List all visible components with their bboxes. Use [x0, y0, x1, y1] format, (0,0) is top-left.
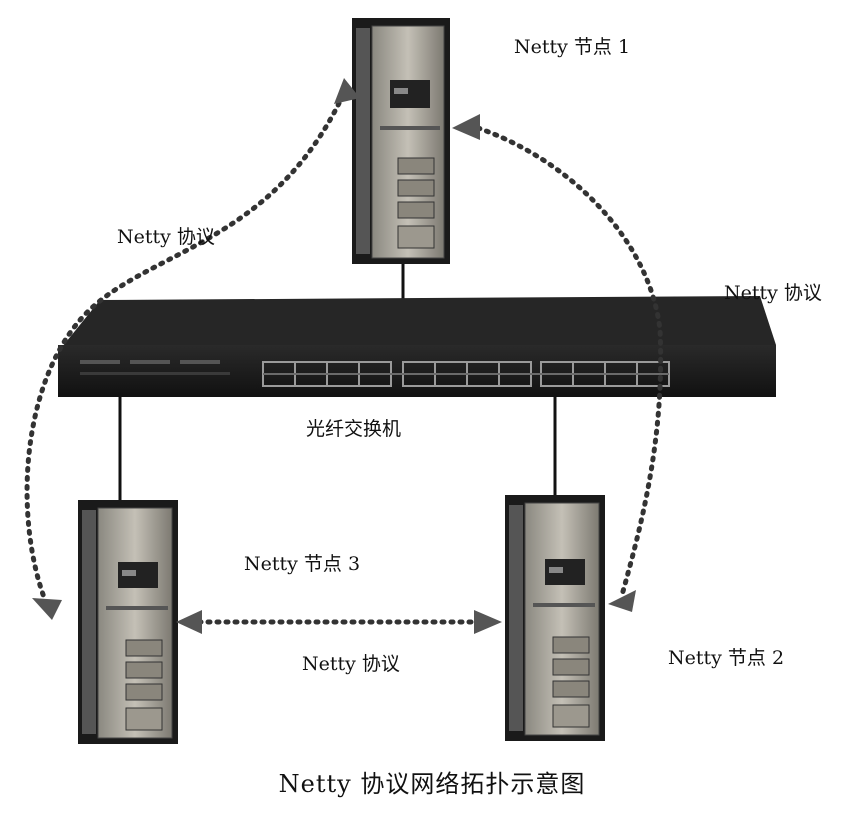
protocol-link-node1-node3: [24, 92, 346, 603]
switch-label: 光纤交换机: [306, 418, 402, 440]
arrow-head-icon: [474, 610, 502, 634]
protocol-label-bottom: Netty 协议: [302, 653, 400, 675]
protocol-label-right: Netty 协议: [724, 282, 822, 304]
arrow-head-icon: [608, 590, 636, 612]
node-2-label: Netty 节点 2: [668, 647, 785, 669]
arrow-head-icon: [176, 610, 202, 634]
node-1-label: Netty 节点 1: [514, 36, 631, 58]
arrow-head-icon: [452, 114, 480, 140]
protocol-link-node1-node2: [475, 125, 664, 598]
node-3-label: Netty 节点 3: [244, 553, 361, 575]
switch-leds: [80, 360, 230, 375]
server-node-1: [352, 18, 450, 264]
arrow-head-icon: [334, 78, 360, 104]
fiber-switch: [58, 296, 776, 397]
arrow-head-icon: [32, 598, 62, 620]
server-node-3: [78, 500, 178, 744]
diagram-caption: Netty 协议网络拓扑示意图: [278, 770, 586, 798]
server-node-2: [505, 495, 605, 741]
switch-ports: [262, 361, 670, 387]
protocol-label-left: Netty 协议: [117, 226, 215, 248]
